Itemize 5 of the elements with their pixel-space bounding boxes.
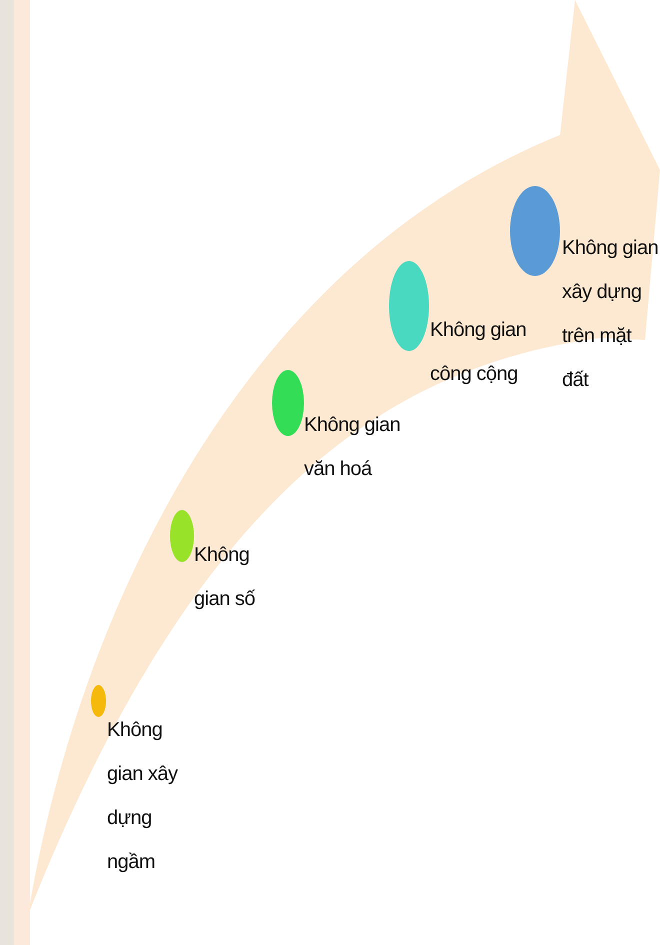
step-label: Không gian xây dựng ngầm: [107, 718, 179, 875]
step-label: Không gian văn hoá: [304, 413, 402, 482]
step-label: Không gian số: [194, 543, 256, 612]
step-label: Không gian xây dựng trên mặt đất: [562, 236, 660, 393]
step-label: Không gian công cộng: [430, 318, 528, 387]
